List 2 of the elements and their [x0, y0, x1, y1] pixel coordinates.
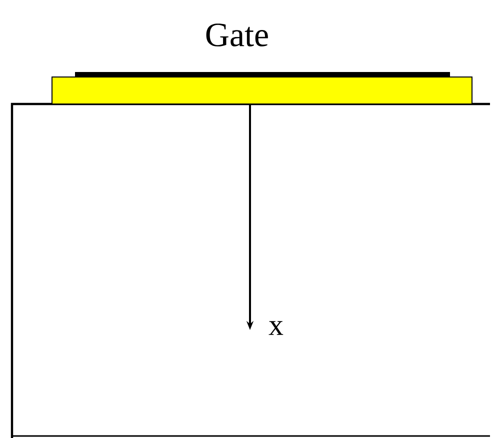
- gate-label: Gate: [206, 24, 268, 46]
- axis-label: x: [268, 321, 284, 335]
